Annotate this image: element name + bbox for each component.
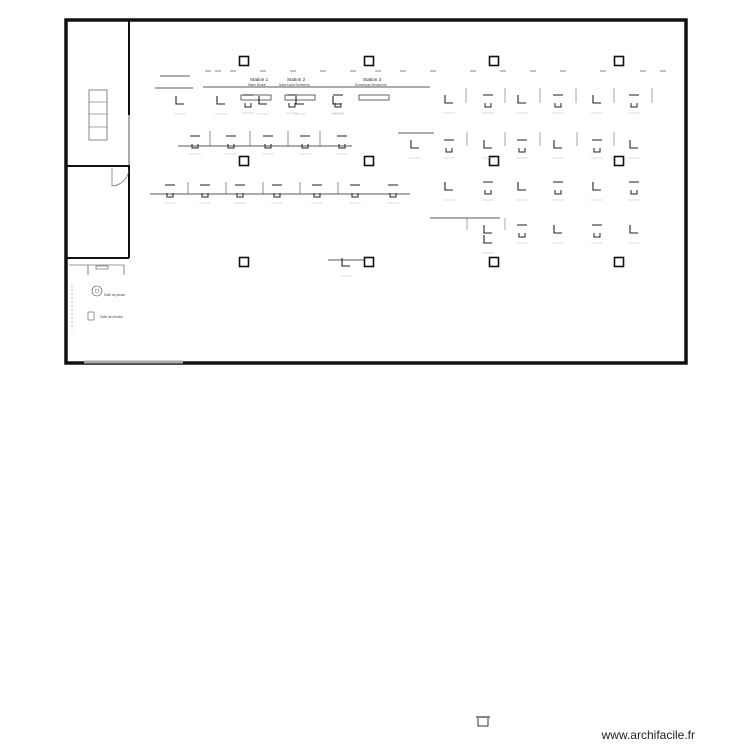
pillar-icon [488,155,500,167]
desk-chair-icon [311,184,323,204]
pillar-icon [613,256,625,268]
desk-chair-icon [482,235,494,254]
door-swing-icon [111,168,130,187]
station-title: Station 3 [363,77,382,82]
desk-chair-icon [349,184,361,204]
desk-chair-icon [262,135,274,155]
desk-chair-icon [516,95,528,114]
desk-chair-icon [225,135,237,155]
desk-chair-icon [591,182,603,201]
desk-chair-icon [332,94,344,114]
desk-chair-icon [164,184,176,204]
pillar-icon [238,256,250,268]
desk-chair-icon [516,224,528,244]
desk-chair-icon [516,139,528,159]
desk-chair-icon [552,94,564,114]
pillar-icon [488,256,500,268]
desk-chair-icon [215,96,227,115]
desk-chair-icon [234,184,246,204]
station-cabinet [240,94,272,101]
desk-chair-icon [242,94,254,114]
desk-chair-icon [552,225,564,244]
station-2: Station 2 Nata Kondi Dembeng [279,77,310,87]
station-title: Station 1 [250,77,269,82]
pillar-icon [613,55,625,67]
desk-chair-icon [257,96,269,115]
desk-chair-icon [552,181,564,201]
desk-chair-icon [628,181,640,201]
desk-chair-icon [516,182,528,201]
desk-chair-icon [199,184,211,204]
desk-chair-icon [340,258,352,277]
station-title: Station 2 [287,77,306,82]
desk-chair-icon [628,94,640,114]
desk-chair-icon [443,139,455,159]
desk-chair-icon [476,716,490,727]
desk-chair-icon [482,140,494,159]
station-3: Station 3 Dominique Dieudonné [355,77,387,87]
lounge-partitions [69,264,125,330]
desk-chair-icon [271,184,283,204]
pillar-icon [363,55,375,67]
station-cabinet [358,94,390,101]
desk-chair-icon [552,140,564,159]
desk-chair-icon [591,95,603,114]
desk-chair-icon [628,140,640,159]
station-cabinet [284,94,316,101]
desk-chair-icon [482,94,494,114]
station-subtitle: Dominique Dieudonné [355,83,387,87]
meeting-label: Salle de réunion [100,315,123,319]
pillar-icon [488,55,500,67]
stair-icon [88,89,108,141]
pillar-icon [363,155,375,167]
desk-chair-icon [189,135,201,155]
desk-chair-icon [443,95,455,114]
desk-chair-icon [482,181,494,201]
desk-chair-icon [409,140,421,159]
pillar-icon [613,155,625,167]
watermark: www.archifacile.fr [601,728,695,742]
pillar-icon [238,55,250,67]
desk-chair-icon [336,135,348,155]
station-1: Station 1 Marie Boulai [248,77,269,87]
station-subtitle: Marie Boulai [248,83,266,87]
outer-wall [64,18,688,365]
round-table-icon [91,285,103,297]
desk-chair-icon [628,225,640,244]
pillar-icon [363,256,375,268]
pillar-icon [238,155,250,167]
desk-chair-icon [387,184,399,204]
desk-chair-icon [294,96,306,115]
desk-chair-icon [443,182,455,201]
station-subtitle: Nata Kondi Dembeng [279,83,310,87]
desk-chair-icon [174,96,186,115]
desk-chair-icon [331,96,343,115]
desk-chair-icon [591,224,603,244]
zone-label: Salle de pause [104,293,125,297]
desk-chair-icon [299,135,311,155]
desk-chair-icon [591,139,603,159]
